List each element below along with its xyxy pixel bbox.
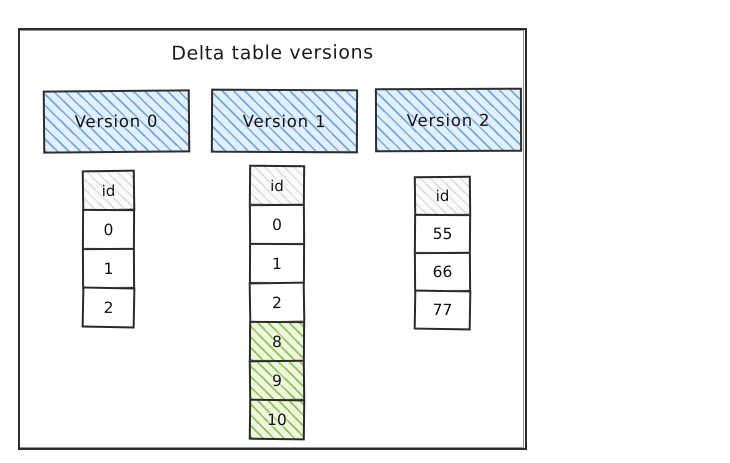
version-box-0-label: Version 0 [74,111,159,132]
table-row: 1 [81,247,136,290]
column-header-label: id [435,186,450,206]
table-row: 66 [413,251,472,293]
version-box-0[interactable]: Version 0 [42,89,191,154]
table-header-cell: id [413,175,472,217]
table-header-cell: id [81,169,136,212]
table-row: 2 [81,286,136,329]
cell-value: 66 [432,262,453,282]
version-box-2-label: Version 2 [406,110,491,130]
cell-value: 2 [103,298,114,317]
table-row: 1 [248,242,306,285]
table-row: 77 [413,289,472,331]
version-box-1-label: Version 1 [242,111,327,131]
version-0-table: id 0 1 2 [81,169,136,329]
table-row-highlighted: 8 [248,320,306,363]
page-title: Delta table versions [171,41,374,65]
version-box-1[interactable]: Version 1 [210,88,359,154]
version-box-2[interactable]: Version 2 [374,87,523,153]
table-row: 0 [248,203,306,246]
cell-value: 55 [432,224,453,244]
cell-value: 77 [432,300,453,320]
cell-value: 10 [267,410,287,429]
table-header-cell: id [248,164,306,207]
version-1-table: id 0 1 2 8 9 10 [248,164,306,441]
table-row-highlighted: 10 [248,398,306,441]
cell-value: 1 [272,254,282,273]
cell-value: 0 [271,215,283,234]
cell-value: 0 [103,220,114,239]
table-row: 0 [81,208,136,251]
cell-value: 2 [271,293,283,312]
version-2-table: id 55 66 77 [413,175,472,331]
table-row: 55 [413,213,472,255]
cell-value: 8 [271,332,283,351]
table-row: 2 [248,281,306,324]
table-row-highlighted: 9 [248,359,306,402]
cell-value: 9 [271,371,283,390]
column-header-label: id [270,176,284,195]
cell-value: 1 [103,259,114,278]
column-header-label: id [101,181,116,200]
